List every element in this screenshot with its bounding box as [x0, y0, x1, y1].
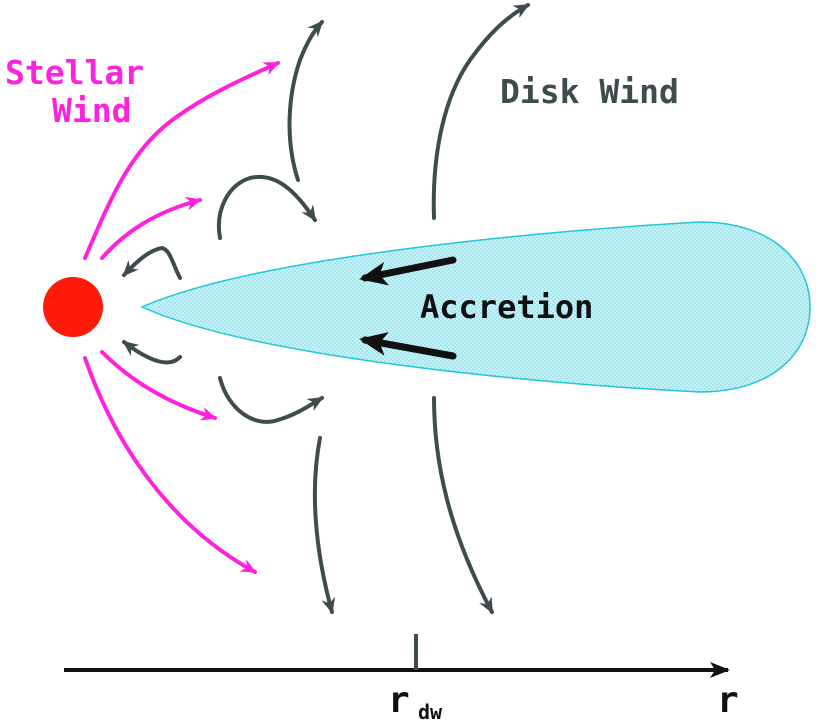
stellar-wind-arrow: [83, 356, 257, 574]
funnel-flow-arrow: [122, 245, 182, 280]
disk-wind-arrow: [432, 396, 494, 614]
accretion-arrow: [359, 332, 457, 360]
disk-wind-label: Disk Wind: [500, 72, 679, 111]
stellar-wind-arrows: [83, 61, 280, 574]
axis-rdw-subscript: dw: [418, 700, 443, 724]
axis-r-label: r: [717, 680, 739, 721]
stellar-wind-arrow: [100, 350, 217, 421]
accretion-disk: [140, 221, 811, 393]
x-wind-loop-arrow: [218, 376, 324, 424]
disk-wind-arrows: [122, 3, 530, 614]
accretion-arrows: [359, 256, 457, 360]
stellar-wind-label-line1: Stellar: [5, 53, 144, 92]
stellar-wind-arrow: [100, 196, 202, 260]
disk-wind-arrow: [312, 436, 336, 614]
disk-wind-arrow: [287, 20, 324, 182]
stellar-wind-arrow: [83, 61, 280, 260]
funnel-flow-arrow: [122, 340, 182, 365]
disk-wind-arrow: [431, 3, 530, 220]
axis-rdw-label: r: [388, 680, 410, 721]
accretion-arrow: [359, 256, 457, 286]
stellar-wind-label-line2: Wind: [52, 91, 131, 130]
star: [43, 277, 103, 337]
x-wind-loop-arrow: [216, 174, 317, 240]
accretion-label: Accretion: [420, 288, 593, 326]
